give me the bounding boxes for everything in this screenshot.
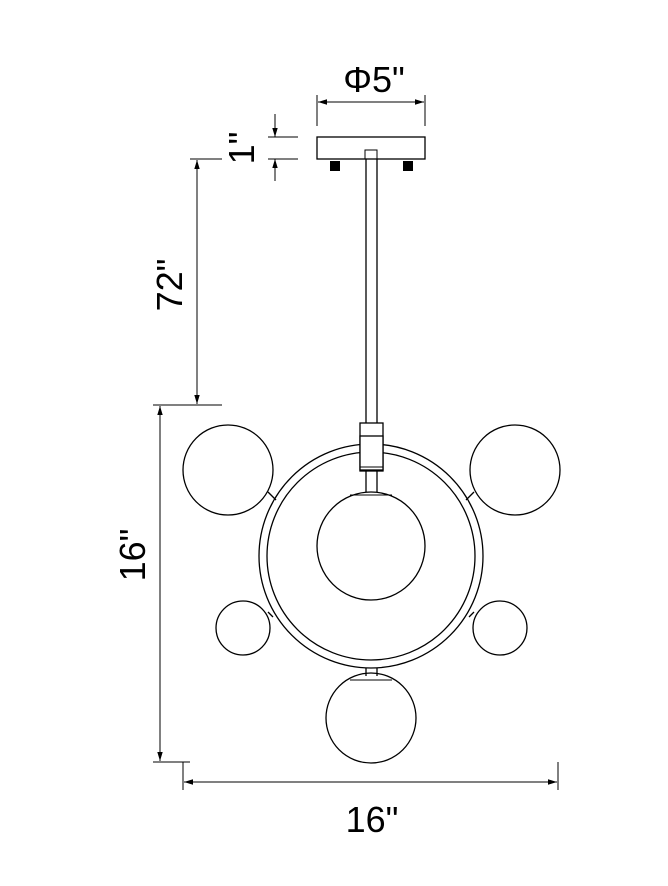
globe-top-left (182, 424, 274, 516)
dim-label-canopy-height: 1" (221, 132, 262, 165)
globe-center (316, 491, 426, 601)
dim-fixture-height: 16" (112, 404, 190, 763)
dim-fixture-width: 16" (182, 762, 559, 840)
dim-label-canopy-diameter: Φ5" (343, 59, 405, 100)
canopy (316, 136, 426, 171)
dim-label-rod-length: 72" (149, 259, 190, 312)
dim-label-fixture-height: 16" (112, 529, 153, 582)
dim-canopy-height: 1" (221, 114, 298, 181)
dim-label-fixture-width: 16" (346, 799, 399, 840)
globes (182, 424, 561, 764)
globe-small-right (472, 600, 528, 656)
dim-rod-length: 72" (149, 158, 222, 406)
globe-top-right (469, 424, 561, 516)
ring (258, 435, 484, 669)
globe-bottom (325, 672, 417, 764)
globe-small-left (215, 600, 271, 656)
dim-canopy-diameter: Φ5" (316, 59, 426, 126)
